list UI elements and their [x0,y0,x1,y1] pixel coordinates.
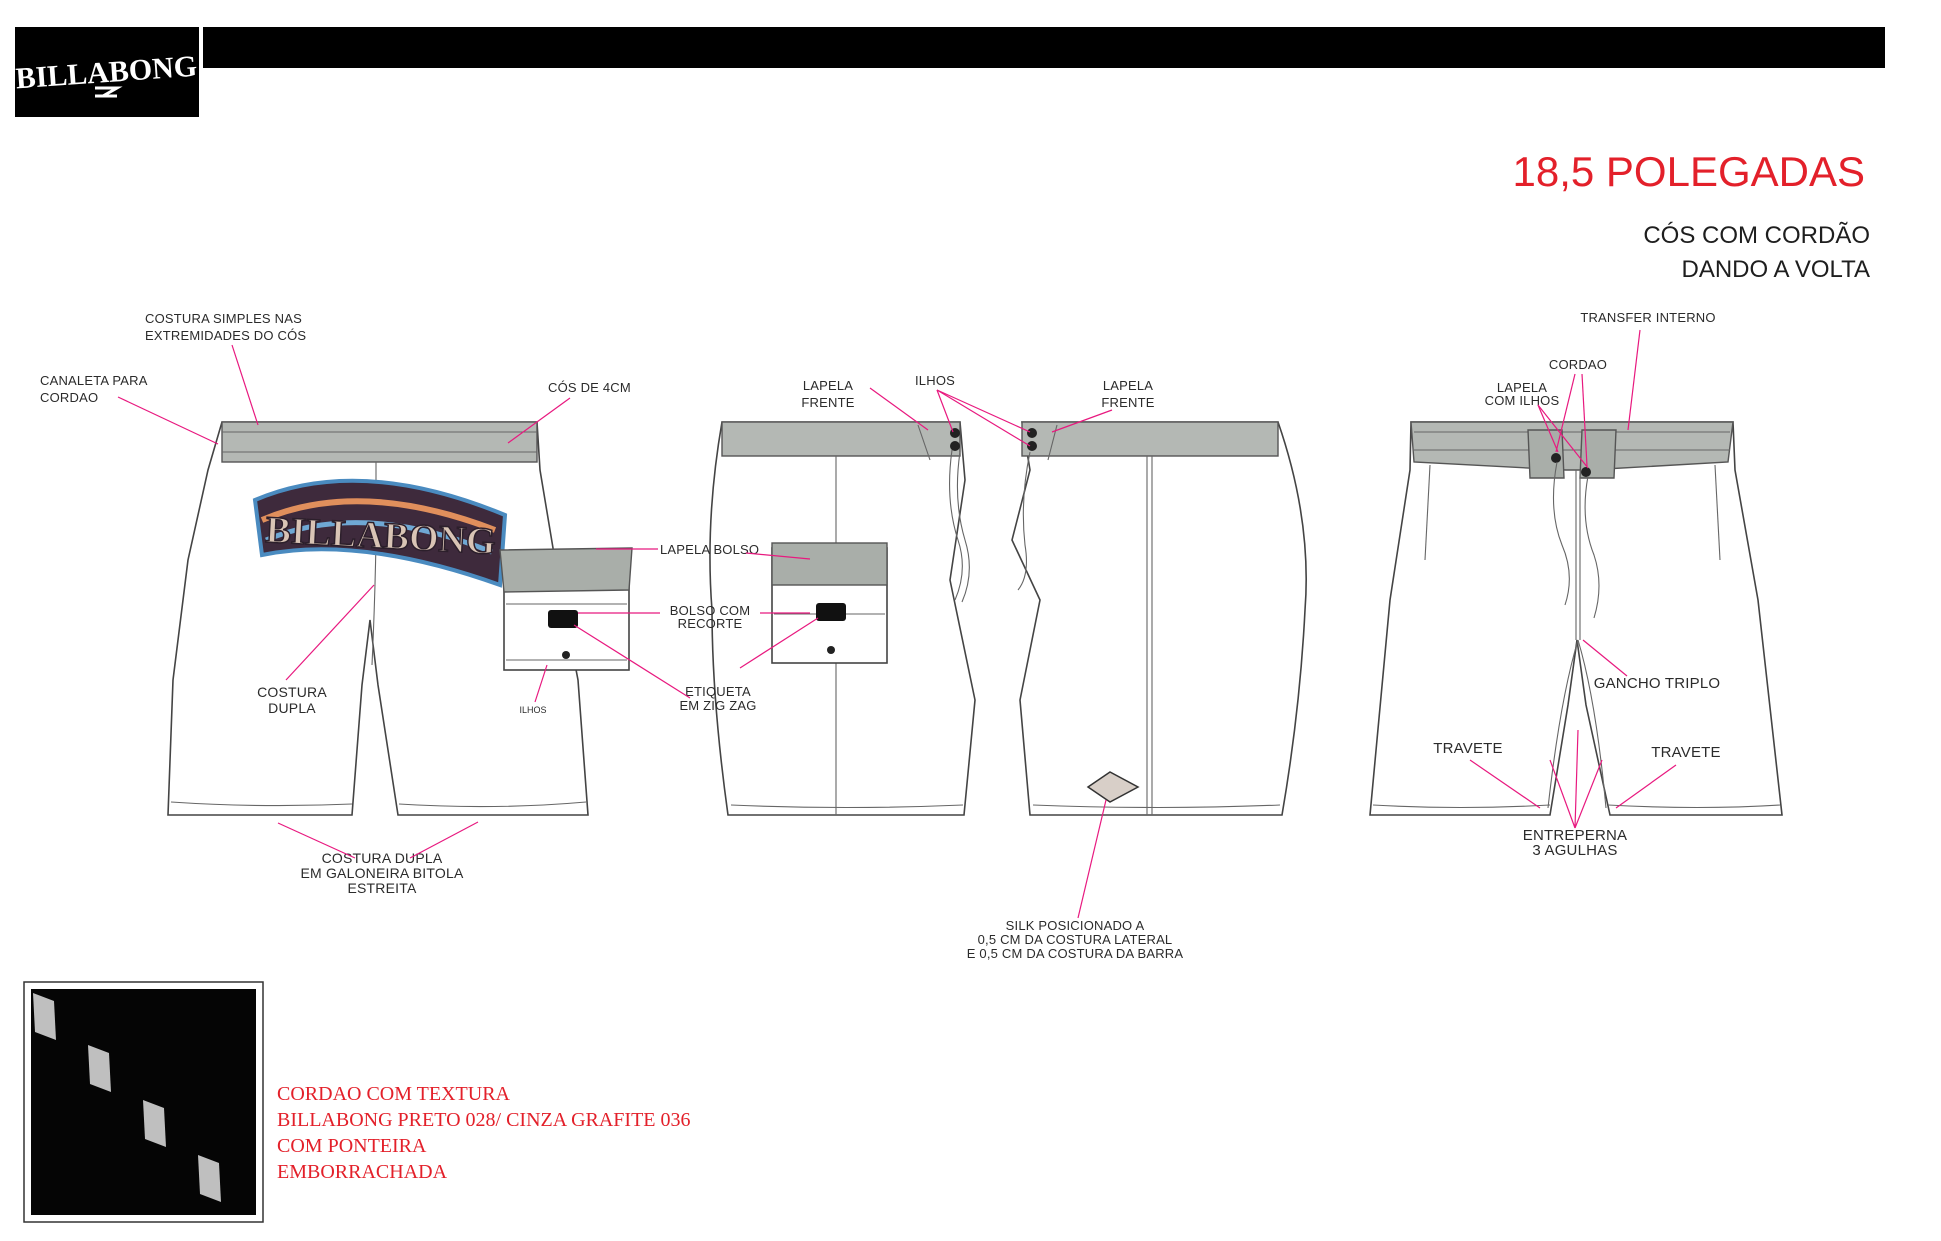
label-costura-dupla-2: DUPLA [268,700,316,716]
cord-note-line-4: EMBORRACHADA [277,1161,448,1183]
back-view [1369,421,1783,816]
label-transfer: TRANSFER INTERNO [1580,310,1715,325]
label-barra-3: ESTREITA [347,880,416,896]
side-view-left [709,421,976,816]
label-travete-right: TRAVETE [1651,744,1720,761]
side-view-right [1011,421,1307,816]
label-entreperna-2: 3 AGULHAS [1532,842,1617,859]
label-entreperna-1: ENTREPERNA [1523,827,1628,844]
label-etiqueta-1: ETIQUETA [685,684,751,699]
label-ilhos-side: ILHOS [915,373,955,388]
label-ilhos-front: ILHOS [519,705,546,715]
label-lapela-back-1: LAPELA [1497,380,1547,395]
side-right-outline [1011,421,1307,816]
front-waistband [221,421,538,463]
cord-note-line-2: BILLABONG PRETO 028/ CINZA GRAFITE 036 [277,1109,691,1131]
side-silk-badge [1086,771,1140,803]
header-bar [203,27,1885,68]
label-lapela-left-2: FRENTE [801,395,854,410]
label-lapela-back-2: COM ILHOS [1485,393,1560,408]
label-silk-1: SILK POSICIONADO A [1006,918,1145,933]
subtitle-line-2: DANDO A VOLTA [1682,256,1871,283]
label-gancho: GANCHO TRIPLO [1594,675,1721,692]
subtitle-line-1: CÓS COM CORDÃO [1643,222,1870,249]
back-lapela-right [1579,429,1617,479]
back-waistband [1410,421,1734,471]
front-view: BILLABONG [167,421,633,816]
label-lapela-right-1: LAPELA [1103,378,1153,393]
label-barra-2: EM GALONEIRA BITOLA [300,865,463,881]
label-lapela-left-1: LAPELA [803,378,853,393]
brand-logo-box [15,27,199,117]
side-left-waistband [721,421,961,457]
front-logo-print: BILLABONG [252,478,508,588]
label-cordao-back: CORDAO [1549,357,1607,372]
label-barra-1: COSTURA DUPLA [322,850,443,866]
label-lapela-bolso: LAPELA BOLSO [660,542,759,557]
label-silk-2: 0,5 CM DA COSTURA LATERAL [978,932,1173,947]
label-travete-left: TRAVETE [1433,740,1502,757]
size-title: 18,5 POLEGADAS [1512,148,1865,195]
label-canaleta-2: CORDAO [40,390,98,405]
label-silk-3: E 0,5 CM DA COSTURA DA BARRA [967,946,1184,961]
cord-note-line-3: COM PONTEIRA [277,1135,427,1157]
label-bolso-1: BOLSO COM [670,603,751,618]
label-costura-simples-1: COSTURA SIMPLES NAS [145,311,302,326]
front-logo-text: BILLABONG [265,509,497,563]
label-etiqueta-2: EM ZIG ZAG [679,698,756,713]
side-left-pocket-flap [771,542,888,586]
label-lapela-right-2: FRENTE [1101,395,1154,410]
back-lapela-left [1527,429,1565,479]
side-right-waistband [1021,421,1279,457]
label-costura-simples-2: EXTREMIDADES DO CÓS [145,328,306,343]
front-pocket-flap [499,547,633,593]
pocket-eyelet [562,651,570,659]
label-canaleta-1: CANALETA PARA [40,373,148,388]
cord-note-line-1: CORDAO COM TEXTURA [277,1083,511,1105]
label-bolso-2: RECORTE [678,616,743,631]
label-costura-dupla-1: COSTURA [257,684,327,700]
label-cos-4cm: CÓS DE 4CM [548,380,631,395]
pocket-label-badge [548,610,578,628]
